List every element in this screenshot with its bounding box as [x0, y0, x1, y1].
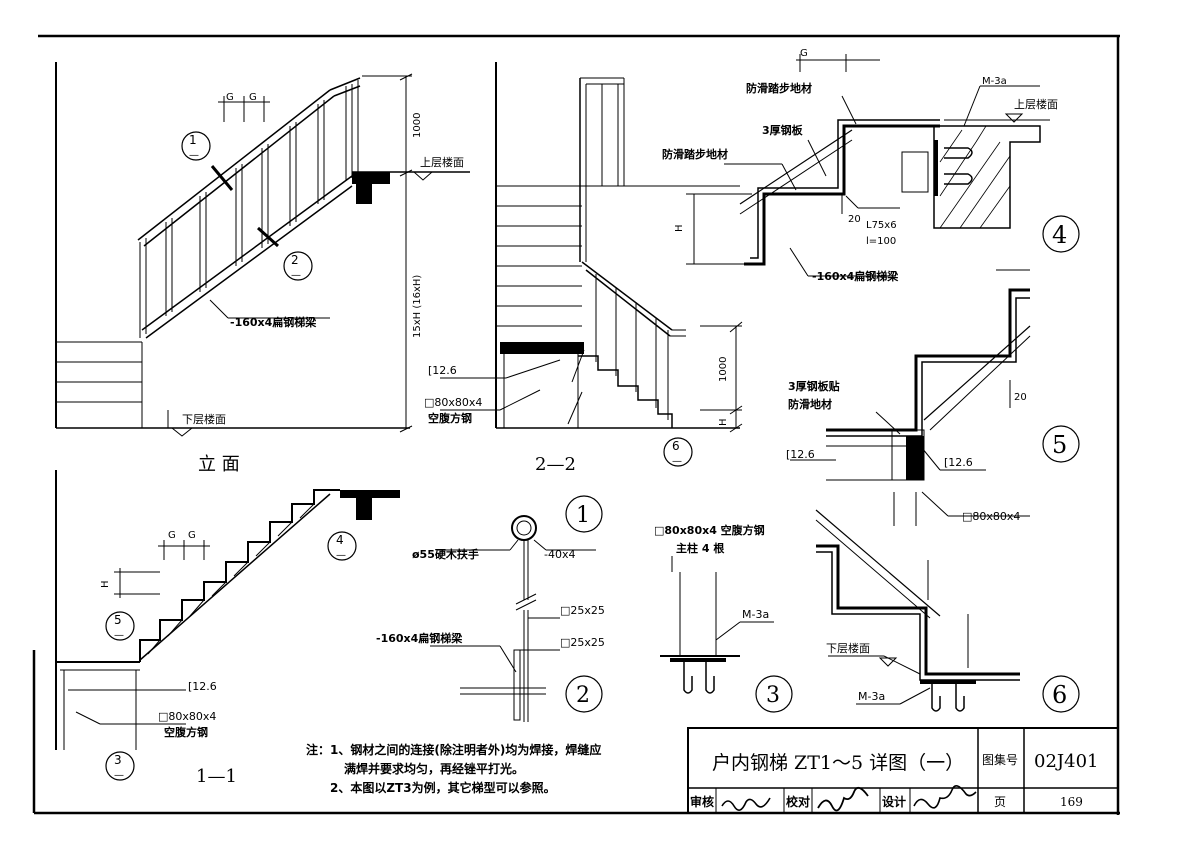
title-block-review-label: 审核	[690, 794, 714, 809]
s22-ref6-sheet: —	[672, 456, 682, 467]
s22-tube-a: □80x80x4	[424, 396, 482, 409]
title-block-check-label: 校对	[786, 794, 810, 809]
detail4-anti-slip-a: 防滑踏步地材	[746, 81, 812, 95]
detail5-dim-20: 20	[1014, 392, 1027, 403]
note-line-2: 满焊并要求均匀，再经锉平打光。	[344, 761, 524, 776]
elevation-title: 立 面	[198, 454, 240, 475]
detail1-handrail: ø55硬木扶手	[412, 547, 479, 561]
detail4-angle-a: L75x6	[866, 220, 897, 231]
detail6-lower-floor: 下层楼面	[826, 641, 870, 655]
elev-ref2-num: 2	[291, 253, 299, 267]
s11-g1: G	[168, 530, 176, 541]
s11-g2: G	[188, 530, 196, 541]
detail4-number: 4	[1052, 221, 1067, 249]
detail5-channel-a: [12.6	[786, 448, 815, 461]
elev-g2: G	[249, 92, 257, 103]
detail-6	[815, 509, 1080, 713]
elev-upper-floor: 上层楼面	[420, 155, 464, 169]
detail6-number: 6	[1052, 681, 1067, 709]
detail4-dim-h: H	[674, 224, 685, 232]
detail1-sq1: □25x25	[560, 604, 605, 617]
detail-4	[686, 54, 1080, 277]
elev-ref2-sheet: —	[291, 270, 301, 281]
s22-channel: [12.6	[428, 364, 457, 377]
s22-tube-b: 空腹方钢	[428, 411, 472, 425]
detail-5	[790, 269, 1080, 526]
detail4-upper-floor: 上层楼面	[1014, 97, 1058, 111]
detail-3	[660, 556, 793, 713]
section-2-2-title: 2—2	[535, 454, 576, 475]
s11-ref4-sheet: —	[336, 550, 346, 561]
detail5-plate-b: 防滑地材	[788, 397, 832, 411]
elev-lower-floor: 下层楼面	[182, 412, 226, 426]
detail6-anchor: M-3a	[858, 690, 885, 703]
elevation-view	[55, 62, 470, 437]
s11-ref5-num: 5	[114, 613, 122, 627]
detail3-post: 主柱 4 根	[676, 541, 725, 555]
s11-ref3-num: 3	[114, 753, 122, 767]
section-1-1-view	[55, 470, 400, 781]
note-line-3: 2、本图以ZT3为例，其它梯型可以参照。	[330, 780, 556, 795]
detail5-channel-b: [12.6	[944, 456, 973, 469]
s11-ref4-num: 4	[336, 533, 344, 547]
detail5-tube: □80x80x4	[962, 510, 1020, 523]
s11-tube-a: □80x80x4	[158, 710, 216, 723]
title-block-atlas-no: 02J401	[1034, 751, 1098, 772]
s11-dim-h: H	[100, 580, 111, 588]
note-line-1: 注：1、钢材之间的连接(除注明者外)均为焊接，焊缝应	[306, 742, 601, 757]
title-block-design-label: 设计	[882, 794, 906, 809]
s11-tube-b: 空腹方钢	[164, 725, 208, 739]
detail2-number: 2	[576, 683, 590, 708]
section-2-2-view	[440, 62, 743, 467]
detail4-plate: 3厚钢板	[762, 123, 804, 137]
detail5-plate-a: 3厚钢板贴	[788, 379, 840, 393]
s22-dim-h: H	[718, 418, 729, 426]
detail4-dim-20: 20	[848, 214, 861, 225]
detail1-beam: -160x4扁钢梯梁	[376, 631, 463, 645]
detail4-angle-b: l=100	[866, 236, 896, 247]
detail4-g: G	[800, 48, 808, 59]
elev-dim-1000: 1000	[412, 113, 423, 138]
title-block-page-no: 169	[1060, 795, 1083, 809]
elev-beam-label: -160x4扁钢梯梁	[230, 315, 317, 329]
detail1-number: 1	[576, 503, 590, 528]
s11-ref3-sheet: —	[114, 770, 124, 781]
s22-dim-1000: 1000	[718, 357, 729, 382]
detail4-anti-slip-b: 防滑踏步地材	[662, 147, 728, 161]
detail4-beam: -160x4扁钢梯梁	[812, 269, 899, 283]
detail3-tube: □80x80x4 空腹方钢	[654, 523, 765, 537]
elev-ref1-num: 1	[189, 133, 197, 147]
elev-g1: G	[226, 92, 234, 103]
title-block-title: 户内钢梯 ZT1～5 详图（一）	[712, 752, 964, 774]
title-block-atlas-label: 图集号	[982, 752, 1018, 767]
detail5-number: 5	[1052, 431, 1067, 459]
s11-channel: [12.6	[188, 680, 217, 693]
detail1-flat: -40x4	[544, 548, 575, 561]
section-1-1-title: 1—1	[196, 766, 237, 787]
detail-1-2	[430, 495, 603, 722]
detail3-number: 3	[766, 683, 780, 708]
elev-ref1-sheet: —	[189, 150, 199, 161]
elev-dim-height: 15xH (16xH)	[412, 275, 423, 338]
title-block	[687, 727, 1119, 814]
detail1-sq2: □25x25	[560, 636, 605, 649]
s22-ref6-num: 6	[672, 439, 680, 453]
title-block-page-label: 页	[994, 795, 1006, 809]
detail4-anchor: M-3a	[982, 76, 1007, 87]
detail3-anchor: M-3a	[742, 608, 769, 621]
s11-ref5-sheet: —	[114, 630, 124, 641]
